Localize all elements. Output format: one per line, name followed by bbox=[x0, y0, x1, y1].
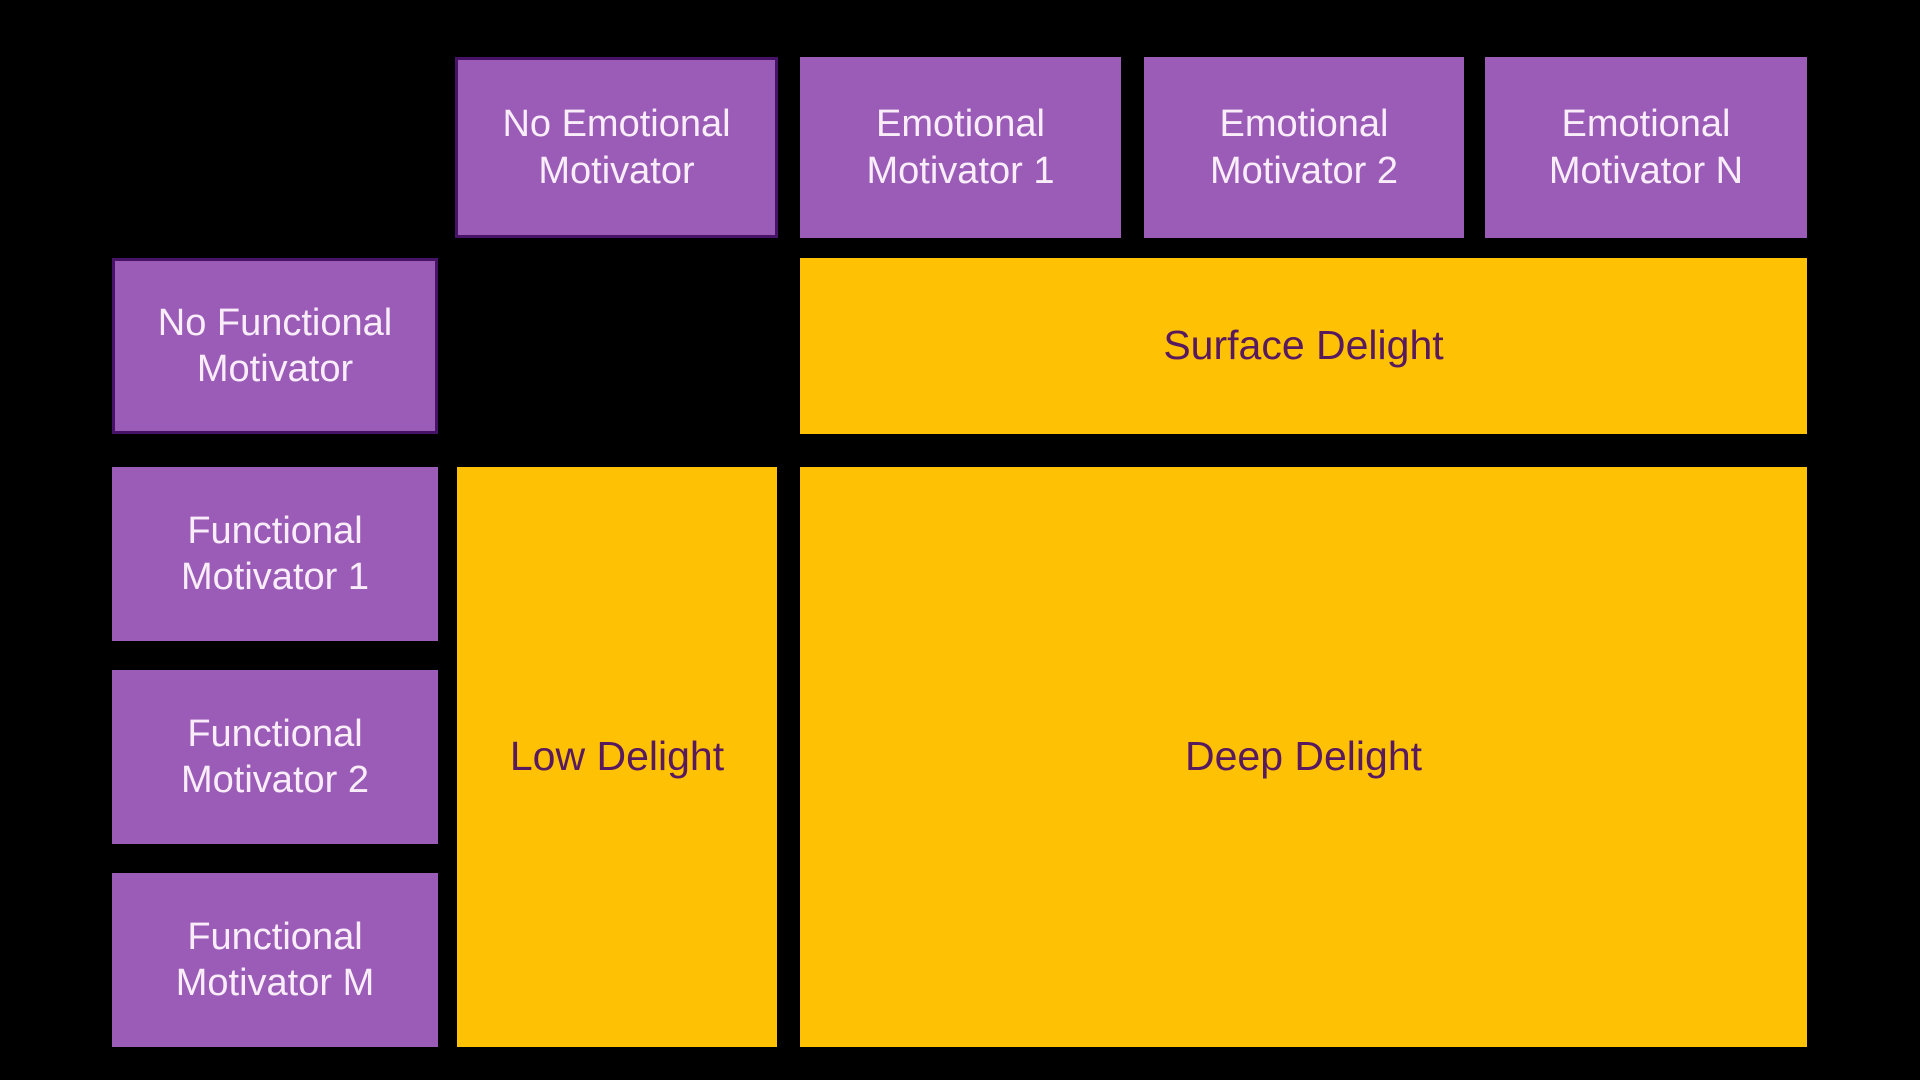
row-header-functional-motivator-2: Functional Motivator 2 bbox=[112, 670, 438, 844]
cell-label: Surface Delight bbox=[1163, 322, 1444, 369]
row-header-no-functional-motivator: No Functional Motivator bbox=[112, 258, 438, 434]
row-header-functional-motivator-m: Functional Motivator M bbox=[112, 873, 438, 1047]
row-header-label: Functional Motivator M bbox=[175, 915, 375, 1004]
column-header-label: Emotional Motivator N bbox=[1548, 103, 1744, 192]
cell-label: Low Delight bbox=[509, 733, 725, 780]
row-header-label: No Functional Motivator bbox=[157, 301, 393, 390]
column-header-label: No Emotional Motivator bbox=[502, 103, 731, 192]
row-header-label: Functional Motivator 2 bbox=[181, 712, 369, 801]
column-header-emotional-motivator-n: Emotional Motivator N bbox=[1485, 57, 1807, 238]
column-header-label: Emotional Motivator 1 bbox=[866, 103, 1055, 192]
cell-deep-delight: Deep Delight bbox=[800, 467, 1807, 1047]
row-header-label: Functional Motivator 1 bbox=[181, 509, 369, 598]
row-header-functional-motivator-1: Functional Motivator 1 bbox=[112, 467, 438, 641]
cell-label: Deep Delight bbox=[1184, 733, 1423, 780]
cell-low-delight: Low Delight bbox=[457, 467, 777, 1047]
column-header-emotional-motivator-2: Emotional Motivator 2 bbox=[1144, 57, 1464, 238]
column-header-no-emotional-motivator: No Emotional Motivator bbox=[455, 57, 778, 238]
column-header-label: Emotional Motivator 2 bbox=[1210, 103, 1398, 192]
column-header-emotional-motivator-1: Emotional Motivator 1 bbox=[800, 57, 1121, 238]
cell-surface-delight: Surface Delight bbox=[800, 258, 1807, 434]
